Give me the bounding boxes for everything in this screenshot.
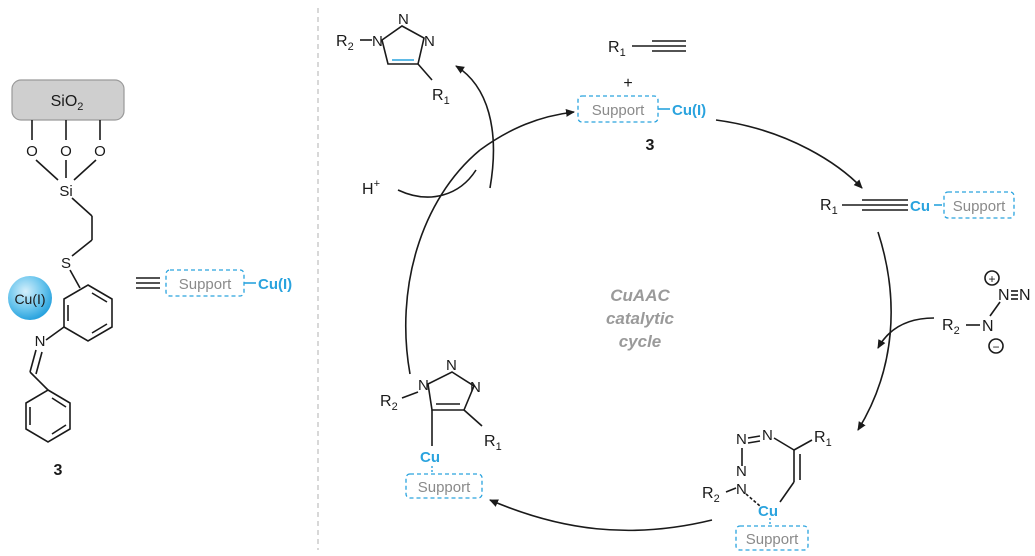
copper-triazolide: N N N R2 R1 Cu Support (380, 357, 502, 499)
top-copper: Cu(I) (672, 102, 706, 119)
proton-arrow (397, 169, 477, 198)
shorthand-support: Support (179, 276, 232, 293)
svg-text:R1: R1 (814, 429, 832, 449)
metallacycle-n-bottom2: N (736, 481, 747, 498)
silica-subscript: 2 (77, 101, 83, 113)
silica-label: SiO (51, 93, 78, 110)
cycle-arrow-bottom (489, 499, 713, 532)
product-triazole: N N N R2 R1 (336, 11, 450, 107)
top-reagents: R1 + Support Cu(I) 3 (577, 39, 706, 154)
svg-text:R2: R2 (702, 485, 720, 505)
acetylide-copper: Cu (910, 198, 930, 215)
cycle-arrow-left (404, 149, 481, 375)
azide-incoming-arrow (877, 317, 935, 349)
copper-sphere (8, 276, 52, 320)
svg-text:R1: R1 (820, 197, 838, 217)
azide-n3: N (1019, 287, 1031, 304)
oxygen-atom-1: O (26, 143, 38, 160)
product-r1-sub: 1 (444, 95, 450, 107)
acetylide-support: Support (953, 198, 1006, 215)
metallacycle-r1: R (814, 429, 826, 446)
triazolide-n2: N (446, 357, 457, 374)
product-n2: N (398, 11, 409, 28)
metallacycle-n-top2: N (762, 427, 773, 444)
cycle-title-line1: CuAAC (610, 286, 670, 305)
azide-r2: R (942, 317, 954, 334)
catalyst-structure: SiO2 O O O Si S N (8, 79, 125, 479)
triazolide-r1-sub: 1 (496, 441, 502, 453)
svg-text:R1: R1 (484, 433, 502, 453)
product-r2: R (336, 33, 348, 50)
svg-text:R2: R2 (942, 317, 960, 337)
azide-minus-charge: − (992, 340, 999, 354)
product-r2-sub: 2 (348, 41, 354, 53)
azide-r2-sub: 2 (954, 325, 960, 337)
svg-text:SiO2: SiO2 (51, 93, 84, 113)
acetylide-r1-sub: 1 (832, 205, 838, 217)
imine-nitrogen: N (35, 333, 46, 350)
metallacycle-n-bottom1: N (736, 463, 747, 480)
azide-n2: N (998, 287, 1010, 304)
metallacycle-r2-sub: 2 (714, 493, 720, 505)
svg-text:R1: R1 (608, 39, 626, 59)
svg-text:R2: R2 (380, 393, 398, 413)
oxygen-atom-3: O (94, 143, 106, 160)
oxygen-atom-2: O (60, 143, 72, 160)
metallacycle-n-top1: N (736, 431, 747, 448)
metallacycle-r2: R (702, 485, 714, 502)
proton-charge: + (374, 178, 380, 190)
svg-text:R1: R1 (432, 87, 450, 107)
azide-n1: N (982, 318, 994, 335)
shorthand-copper: Cu(I) (258, 276, 292, 293)
catalyst-label: 3 (54, 462, 63, 479)
azide-plus-charge: + (988, 272, 995, 286)
cycle-title-line2: catalytic (606, 309, 675, 328)
cycle-arrow-top (715, 119, 863, 189)
cycle-arrow-right (857, 231, 892, 431)
product-n1: N (372, 33, 383, 50)
silica-support (11, 79, 125, 121)
product-release-arrow (455, 65, 495, 189)
top-support: Support (592, 102, 645, 119)
copper-label: Cu(I) (14, 291, 45, 307)
svg-text:H+: H+ (362, 178, 380, 198)
cycle-arrow-left-top (479, 108, 575, 151)
metallacycle-r1-sub: 1 (826, 437, 832, 449)
alkyne-r1-sub: 1 (620, 47, 626, 59)
metallacycle-intermediate: N N R1 N N R2 Cu Support (702, 427, 832, 551)
metallacycle-copper: Cu (758, 503, 778, 520)
acetylide-r1: R (820, 197, 832, 214)
proton-h: H (362, 181, 374, 198)
alkyne-r1: R (608, 39, 620, 56)
triazolide-support: Support (418, 479, 471, 496)
copper-acetylide: R1 Cu Support (820, 191, 1015, 219)
triazolide-r1: R (484, 433, 496, 450)
catalyst-shorthand: Support Cu(I) (136, 269, 292, 297)
metallacycle-support: Support (746, 531, 799, 548)
silicon-atom: Si (59, 183, 72, 200)
sulfur-atom: S (61, 255, 71, 272)
top-catalyst-label: 3 (646, 137, 655, 154)
svg-text:R2: R2 (336, 33, 354, 53)
organic-azide: R2 N N N + − (942, 270, 1031, 354)
plus-sign: + (623, 75, 632, 92)
triazolide-copper: Cu (420, 449, 440, 466)
triazolide-n1: N (418, 377, 429, 394)
triazolide-r2: R (380, 393, 392, 410)
product-r1: R (432, 87, 444, 104)
product-n3: N (424, 33, 435, 50)
cycle-title-line3: cycle (619, 332, 662, 351)
triazolide-r2-sub: 2 (392, 401, 398, 413)
triazolide-n3: N (470, 379, 481, 396)
